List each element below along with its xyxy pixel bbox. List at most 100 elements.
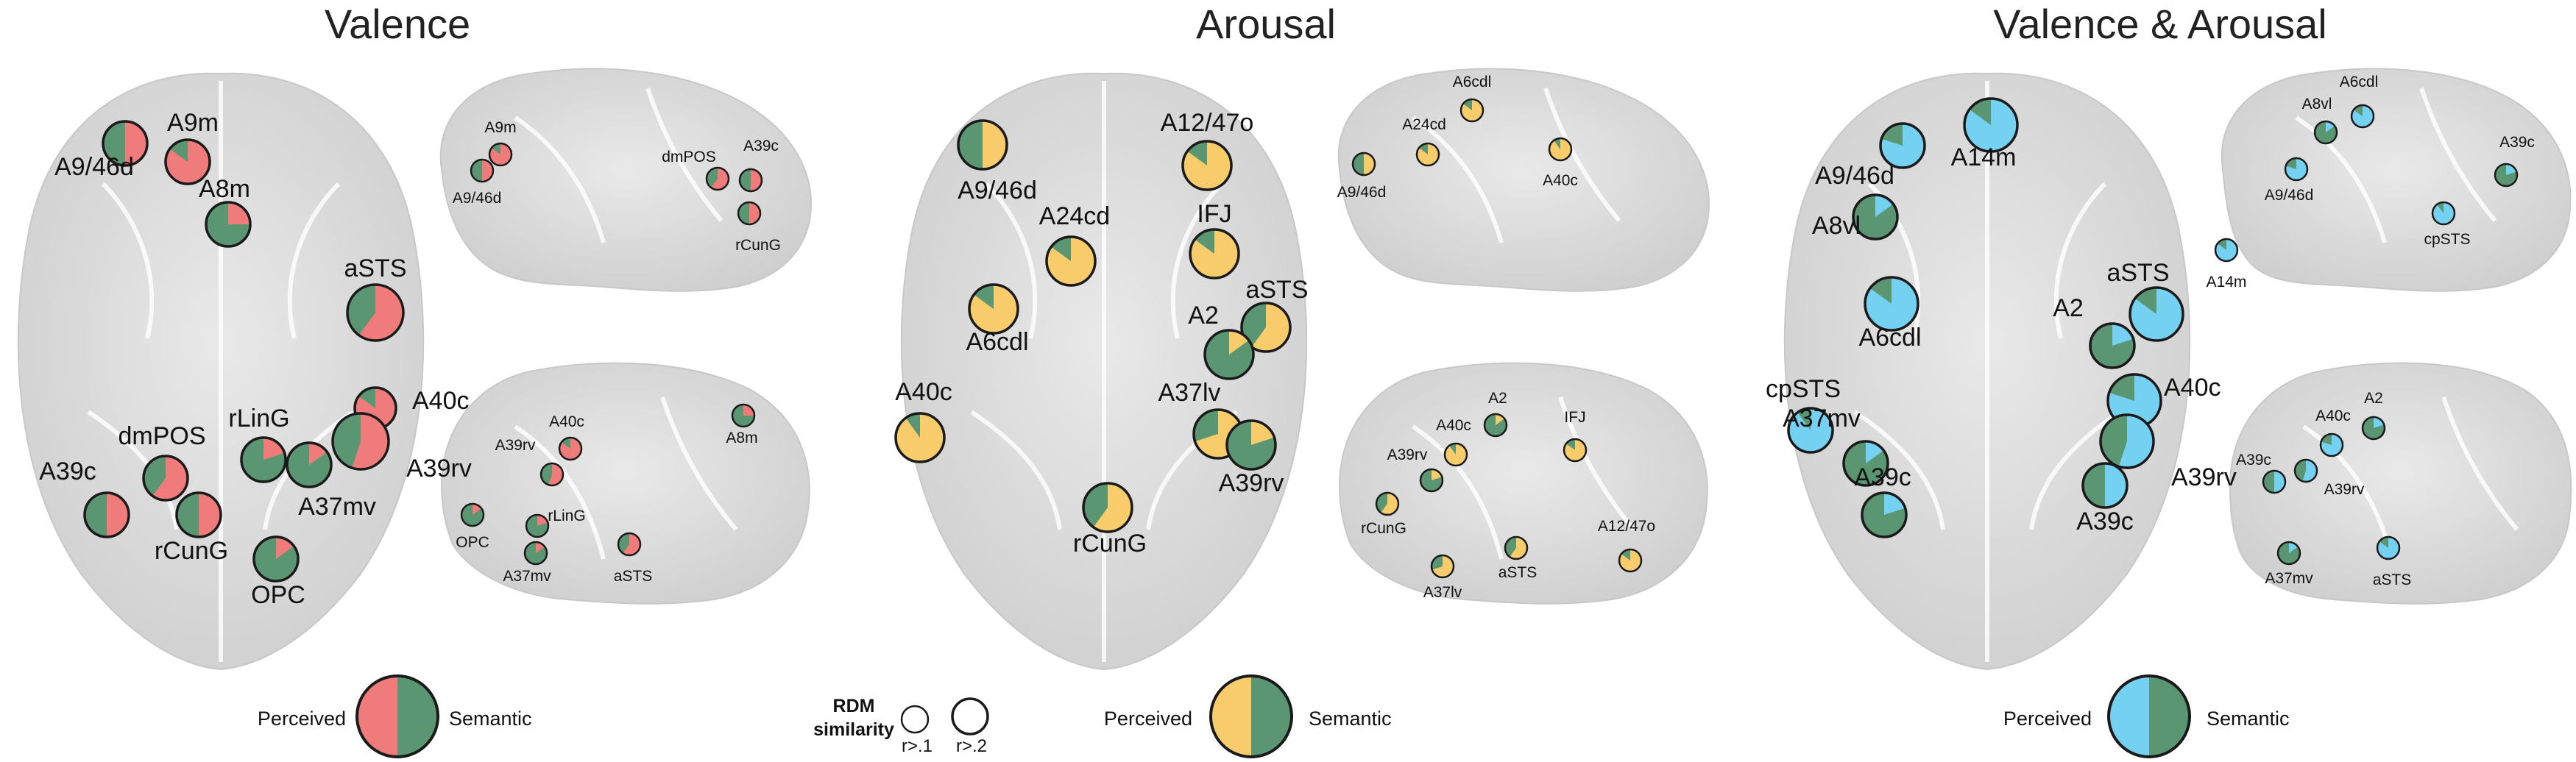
region-label: A8m	[199, 175, 250, 203]
rdm-ring	[1181, 140, 1233, 191]
rdm-ring	[2361, 416, 2386, 441]
perceived-sector	[1417, 143, 1440, 165]
legend-disc-valence-arousal	[2107, 674, 2191, 758]
rdm-ring	[2276, 541, 2301, 566]
legend-valence-arousal: Perceived Semantic	[2003, 674, 2290, 758]
legend-arousal-disc	[1209, 674, 1293, 758]
rdm-ring	[2214, 238, 2239, 263]
region-label: A6cdl	[1453, 74, 1492, 90]
rdm-ring	[2431, 201, 2456, 226]
perceived-sector	[2118, 415, 2154, 469]
rdm-ring	[164, 138, 211, 185]
perceived-sector	[969, 285, 1019, 333]
perceived-sector	[895, 413, 944, 462]
region-label: aSTS	[2106, 259, 2169, 287]
legend-rdm: RDM similarity r>.1 r>.2	[813, 696, 989, 756]
panel-title-arousal: Arousal	[1196, 1, 1336, 47]
perceived-sector	[1788, 408, 1833, 453]
region-marker-a9-46d	[470, 158, 495, 183]
perceived-sector	[2112, 324, 2134, 346]
region-label: A9/46d	[2265, 187, 2314, 204]
rdm-ring	[738, 168, 763, 193]
region-label: A37lv	[1158, 379, 1220, 407]
rdm-ring	[102, 120, 149, 167]
region-label: aSTS	[614, 568, 653, 585]
region-marker-a37mv	[1842, 440, 1889, 487]
region-label: IFJ	[1564, 409, 1585, 426]
legend-disc-arousal	[1209, 674, 1293, 758]
region-marker-rcung	[1082, 482, 1133, 533]
region-marker-a9m	[164, 138, 211, 185]
rdm-ring	[1459, 98, 1485, 123]
region-marker-rling	[525, 513, 550, 538]
region-marker-a40c	[894, 412, 946, 463]
perceived-sector	[1183, 141, 1232, 190]
rdm-legend-title-line2: similarity	[813, 719, 894, 740]
region-label: A39c	[2076, 508, 2134, 535]
perceived-sector	[2432, 202, 2455, 225]
perceived-sector	[2302, 460, 2317, 482]
rdm-ring	[705, 166, 730, 191]
region-marker-ifj	[1189, 228, 1240, 279]
rdm-ring	[346, 283, 405, 342]
region-marker-a39c	[2494, 163, 2519, 188]
perceived-sector	[2107, 374, 2161, 427]
perceived-sector	[2105, 463, 2127, 508]
rdm-ring	[1225, 419, 1277, 471]
rdm-ring	[1483, 413, 1508, 438]
rdm-legend-title-line1: RDM	[833, 696, 875, 716]
perceived-sector	[1251, 421, 1275, 445]
perceived-sector	[983, 121, 1007, 169]
rdm-ring	[731, 403, 756, 428]
perceived-sector	[1432, 555, 1454, 578]
perceived-sector	[2130, 288, 2183, 341]
region-marker-dmpos	[142, 455, 189, 502]
region-marker-rcung	[737, 201, 762, 226]
region-label: rCunG	[735, 237, 781, 254]
rdm-ring	[2313, 120, 2338, 145]
region-marker-opc	[252, 535, 300, 583]
rdm-ring	[1189, 228, 1240, 279]
rdm-ring	[2284, 157, 2309, 182]
region-marker-a39c	[2081, 462, 2129, 509]
rdm-ring	[1203, 329, 1255, 380]
region-label: A2	[1488, 390, 1507, 407]
perceived-sector	[2274, 471, 2285, 493]
region-label: A6cdl	[2340, 74, 2379, 90]
region-marker-a40c	[1548, 137, 1573, 162]
rdm-ring	[1842, 440, 1889, 487]
rdm-ring	[1963, 97, 2019, 153]
perceived-sector	[1047, 237, 1096, 285]
rdm-ring	[1443, 442, 1468, 467]
legend-arousal: Perceived Semantic	[1104, 674, 1392, 758]
rdm-ring	[968, 283, 1019, 335]
region-label: A8vl	[2302, 96, 2332, 113]
region-marker-a40c	[1443, 442, 1468, 467]
region-label: rCunG	[1073, 530, 1147, 558]
rdm-ring	[2089, 322, 2136, 369]
region-label: A2	[2364, 390, 2383, 407]
region-marker-a6cdl	[1864, 276, 1919, 332]
region-marker-a39c	[83, 491, 130, 538]
rdm-ring	[286, 441, 333, 488]
region-label: aSTS	[1245, 276, 1308, 304]
region-marker-a39rv	[1419, 468, 1444, 493]
region-label: A39c	[2236, 452, 2271, 469]
perceived-sector	[352, 413, 389, 469]
perceived-sector	[548, 463, 564, 486]
rdm-ring	[2293, 458, 2318, 483]
region-label: A39rv	[495, 437, 536, 454]
perceived-sector	[1211, 676, 1251, 757]
rdm-ring	[252, 535, 300, 583]
region-marker-a6cdl	[968, 283, 1019, 335]
region-label: A40c	[412, 387, 470, 415]
region-marker-a39rv	[2293, 458, 2318, 483]
region-marker-dmpos	[705, 166, 730, 191]
legend-va-semantic-label: Semantic	[2207, 708, 2290, 730]
region-marker-a12-47o	[1618, 548, 1643, 573]
region-marker-a8m	[731, 403, 756, 428]
perceived-sector	[1364, 153, 1375, 175]
region-label: OPC	[251, 581, 305, 609]
rdm-ring	[523, 541, 548, 566]
rdm-ring	[488, 142, 513, 167]
